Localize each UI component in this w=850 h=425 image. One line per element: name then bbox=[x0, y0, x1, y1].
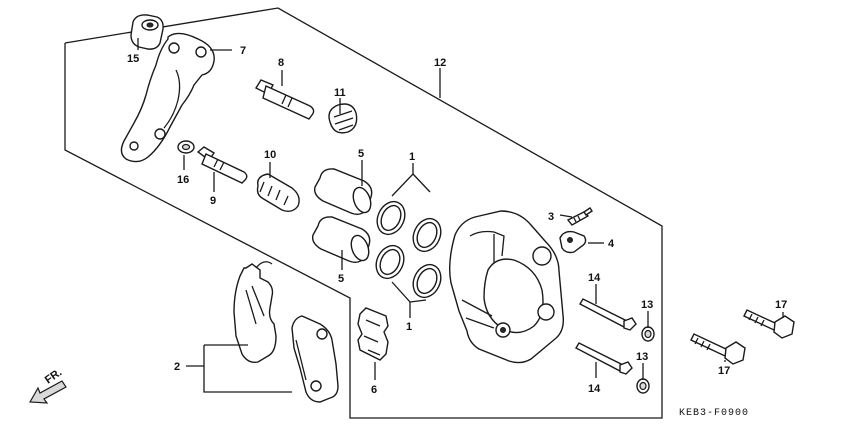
callout-10: 10 bbox=[264, 149, 276, 161]
part-plug-13-upper bbox=[641, 326, 655, 342]
part-caliper-body bbox=[448, 210, 565, 364]
callout-8: 8 bbox=[278, 57, 284, 69]
part-piston-seals-1 bbox=[375, 200, 442, 299]
callout-17-upper: 17 bbox=[775, 299, 787, 311]
callout-4: 4 bbox=[608, 238, 615, 250]
part-brake-pad-2-rear bbox=[233, 261, 277, 364]
callout-1-upper: 1 bbox=[409, 151, 415, 163]
callout-14-upper: 14 bbox=[588, 272, 601, 284]
callout-7: 7 bbox=[240, 45, 246, 57]
callout-12: 12 bbox=[434, 57, 446, 69]
part-bleed-valve-3 bbox=[566, 207, 593, 226]
part-bolt-17-upper bbox=[743, 309, 795, 339]
part-washer-16 bbox=[177, 140, 195, 154]
callout-5-upper: 5 bbox=[358, 148, 364, 160]
part-pad-pin-14-upper bbox=[579, 298, 637, 331]
part-cap-4 bbox=[559, 230, 587, 254]
part-boot-11 bbox=[328, 103, 358, 134]
part-pad-pin-14-lower bbox=[575, 342, 633, 375]
callout-17-lower: 17 bbox=[718, 365, 730, 377]
callout-11: 11 bbox=[334, 87, 346, 99]
callout-9: 9 bbox=[210, 195, 216, 207]
part-plug-13-lower bbox=[636, 378, 650, 394]
callout-15: 15 bbox=[127, 53, 139, 65]
callout-13-lower: 13 bbox=[636, 351, 648, 363]
diagram-code: KEB3-F0900 bbox=[679, 408, 749, 419]
part-pin-bolt-9 bbox=[196, 146, 248, 184]
part-pin-bolt-8 bbox=[254, 79, 315, 120]
part-piston-5-upper bbox=[313, 168, 373, 216]
part-collar-15 bbox=[130, 14, 164, 50]
callout-16: 16 bbox=[177, 174, 189, 186]
part-pad-spring-6 bbox=[357, 307, 389, 361]
callout-1-lower: 1 bbox=[406, 321, 412, 333]
part-caliper-bracket-7 bbox=[120, 32, 215, 163]
part-brake-pad-2-front bbox=[291, 315, 339, 403]
leader-lines bbox=[137, 38, 784, 393]
part-boot-10 bbox=[256, 173, 300, 213]
callout-6: 6 bbox=[371, 384, 377, 396]
callout-2: 2 bbox=[174, 361, 180, 373]
front-direction-arrow-icon: FR. bbox=[28, 366, 67, 404]
callout-13-upper: 13 bbox=[641, 299, 653, 311]
callout-5-lower: 5 bbox=[338, 273, 344, 285]
callout-3: 3 bbox=[548, 211, 554, 223]
assembly-outline bbox=[64, 7, 663, 419]
part-piston-5-lower bbox=[311, 216, 371, 264]
callout-14-lower: 14 bbox=[588, 383, 601, 395]
part-bolt-17-lower bbox=[690, 333, 746, 365]
callout-labels: 15 7 8 11 12 16 9 10 5 5 1 1 3 4 14 14 1… bbox=[127, 45, 787, 396]
